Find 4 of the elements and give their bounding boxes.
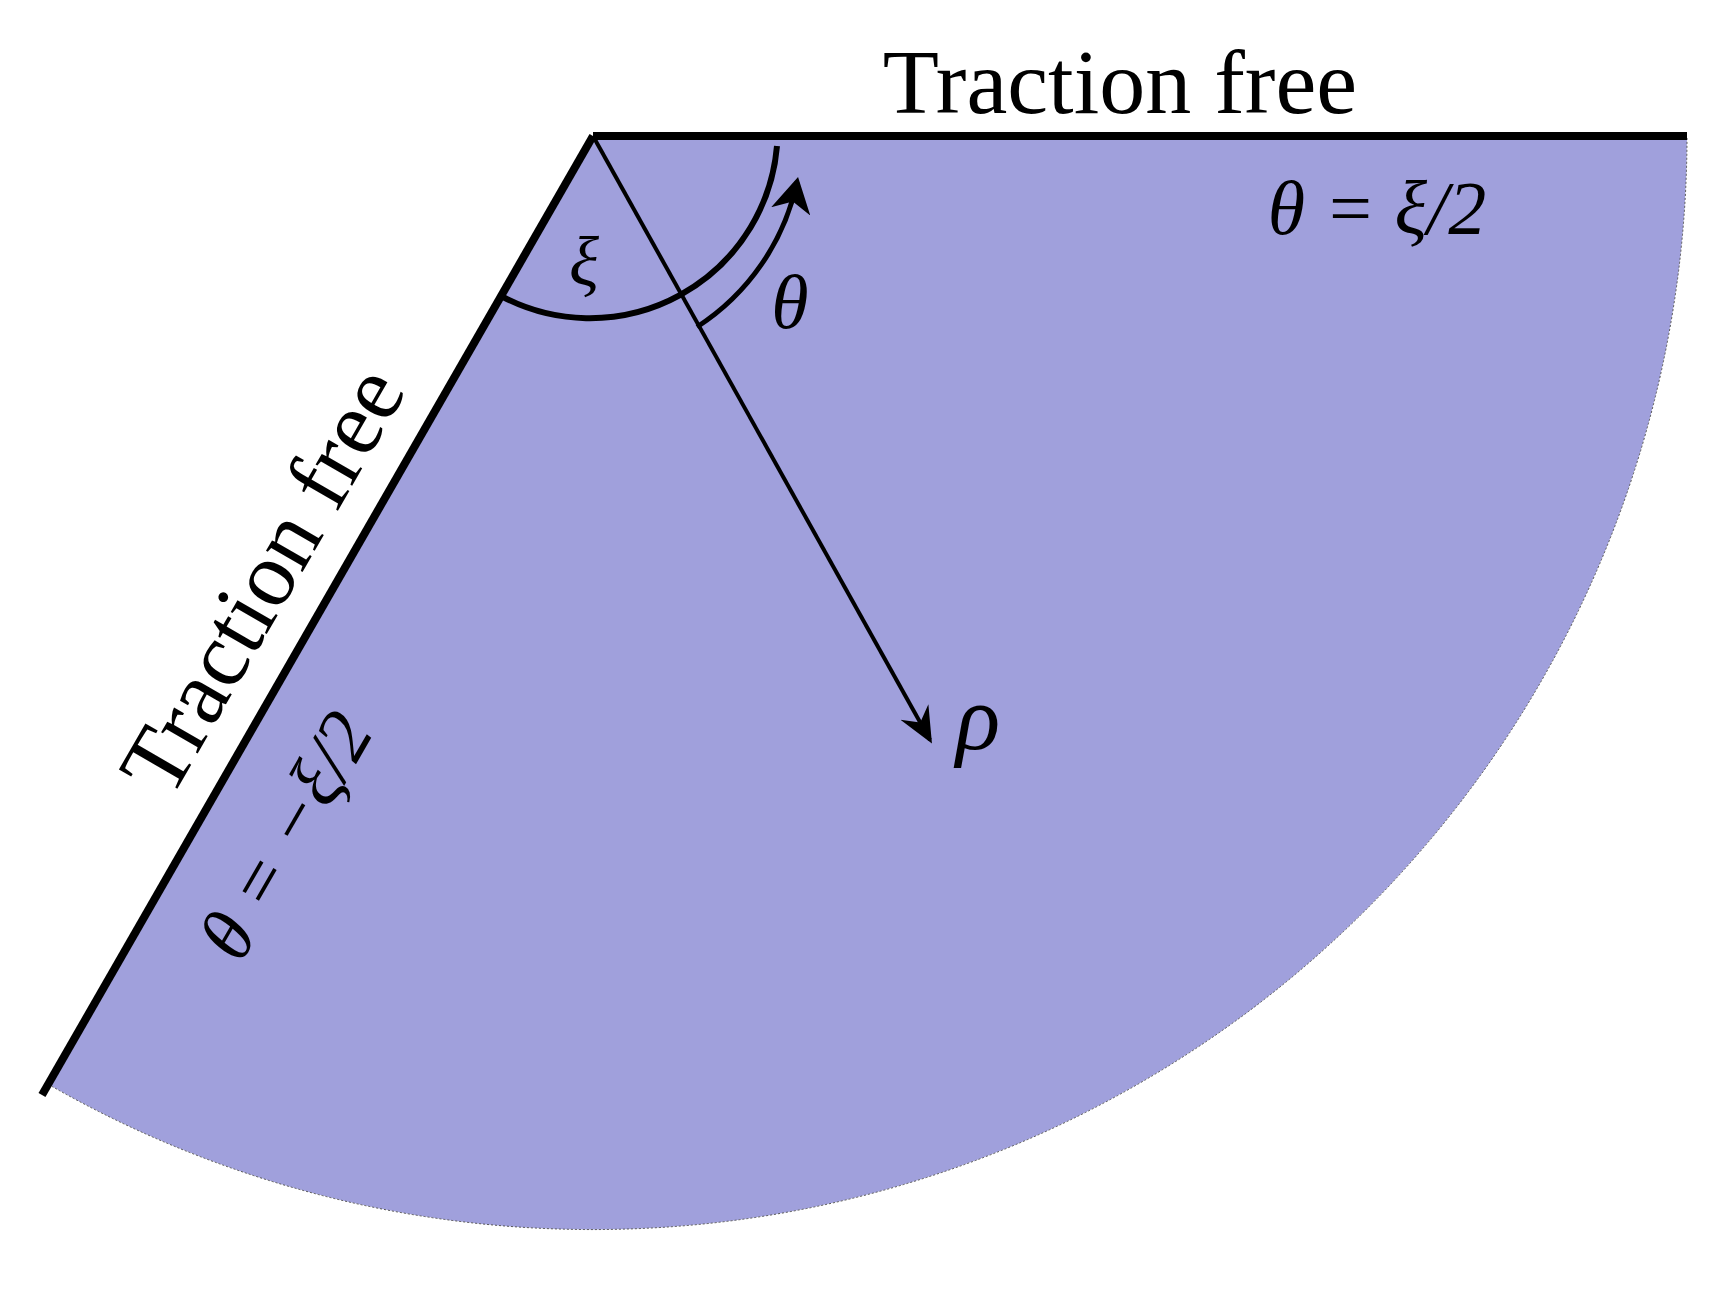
angle-symbol: ξ [569, 227, 599, 297]
boundary-condition: θ = ξ/2 [1267, 170, 1487, 246]
angle-symbol: θ [771, 264, 809, 340]
boundary-label: Traction free [882, 36, 1358, 128]
